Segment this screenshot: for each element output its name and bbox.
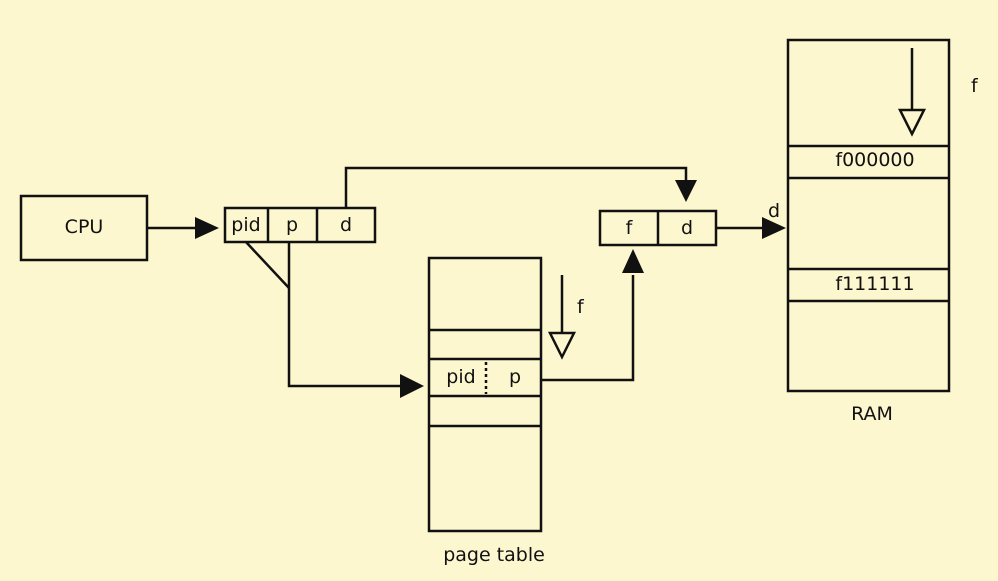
page-table-box xyxy=(427,256,543,533)
ram-frame-a-label: f000000 xyxy=(835,149,915,171)
ram-frame-arrow xyxy=(897,108,927,137)
page-table-entry-page: p xyxy=(508,366,522,388)
frame-route-line xyxy=(541,275,635,382)
page-route-line xyxy=(287,242,400,388)
page-table-entry-pid: pid xyxy=(446,366,476,388)
cpu-label: CPU xyxy=(64,216,104,238)
page-table-frame-arrow xyxy=(547,331,577,360)
physical-offset-label: d xyxy=(680,217,694,239)
page-table-f-label: f xyxy=(577,296,584,318)
page-table-caption: page table xyxy=(443,544,545,566)
offset-route-line xyxy=(344,166,688,208)
logical-address-box xyxy=(223,206,377,244)
ram-frame-b-label: f111111 xyxy=(835,273,915,295)
ram-f-label: f xyxy=(971,75,978,97)
ram-d-label: d xyxy=(768,200,781,222)
logical-offset-label: d xyxy=(339,214,353,236)
ram-box xyxy=(786,38,951,393)
physical-frame-label: f xyxy=(625,217,633,239)
logical-pid-label: pid xyxy=(231,214,261,236)
logical-page-label: p xyxy=(285,214,299,236)
ram-caption: RAM xyxy=(851,403,893,425)
